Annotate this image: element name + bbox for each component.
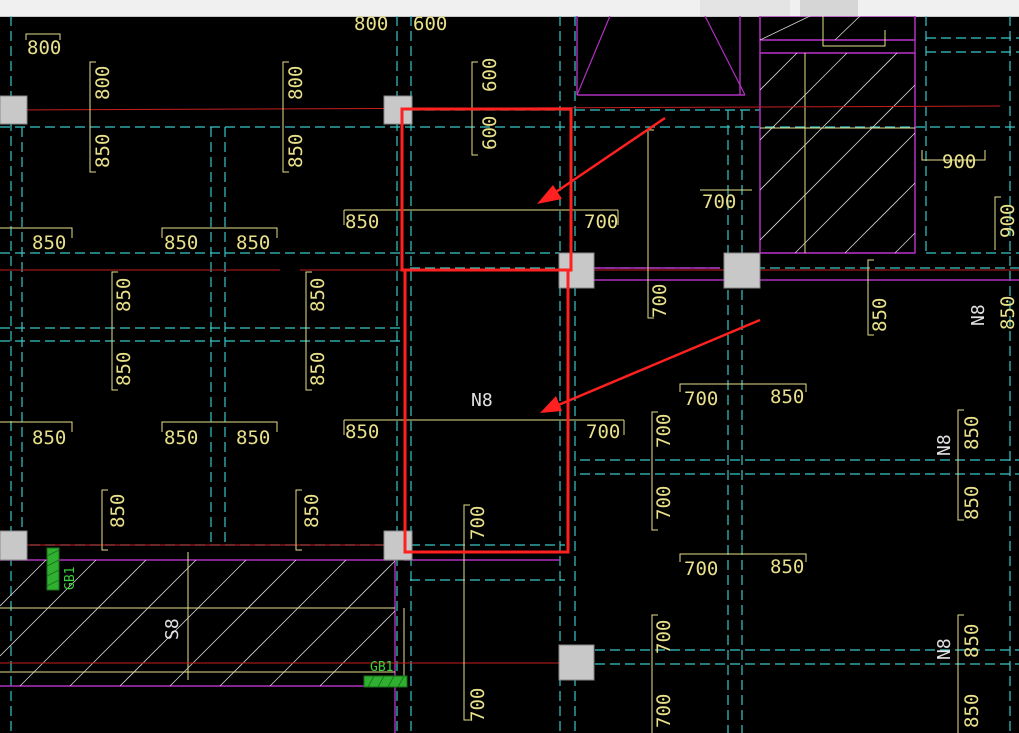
column	[0, 530, 28, 561]
arrow-upper	[549, 116, 666, 198]
dim-text: 850	[961, 486, 983, 520]
gb1-markers	[46, 547, 408, 688]
column	[723, 252, 761, 289]
hatched-opening-top-right	[759, 52, 916, 254]
dim-text: 850	[307, 352, 329, 386]
dim-text: 700	[653, 694, 675, 728]
dim-text: 850	[961, 694, 983, 728]
dim-text: 700	[467, 688, 489, 722]
cad-drawing-canvas[interactable]: 800 800 600 800 850 800 850 600 600 850 …	[0, 16, 1019, 733]
dim-text: 850	[107, 494, 129, 528]
beam-outlines	[0, 16, 1019, 733]
arrow-upper-head	[537, 185, 562, 204]
top-bracket	[822, 16, 886, 47]
hatch-frame	[759, 52, 916, 254]
gb1-label: GB1	[63, 567, 78, 590]
arrow-lower	[555, 318, 761, 408]
dim-text: 850	[345, 421, 379, 443]
dim-text: 850	[32, 427, 66, 449]
slab-label-n8: N8	[968, 304, 989, 326]
slab-label-n8: N8	[934, 434, 955, 456]
dim-text: 850	[961, 624, 983, 658]
dim-text: 800	[27, 37, 61, 59]
highlight-boxes	[400, 107, 573, 554]
slab-label-n8: N8	[934, 638, 955, 660]
dim-text: 850	[32, 232, 66, 254]
annotation-arrows	[537, 116, 761, 413]
gb1-bar	[46, 547, 60, 591]
column	[0, 95, 28, 125]
slab-labels: N8 N8 N8 N8 S8 GB1 GB1	[63, 304, 989, 675]
hatched-opening-bottom-left	[0, 552, 405, 687]
highlight-box-lower	[403, 268, 570, 554]
hatch-lines	[759, 52, 916, 254]
dim-text: 600	[413, 16, 447, 35]
dim-text: 600	[479, 58, 501, 92]
title-bar-segment	[800, 0, 858, 16]
dim-text: 850	[961, 416, 983, 450]
dim-text: 700	[584, 211, 618, 233]
dim-text: 800	[285, 66, 307, 100]
top-right-frame	[759, 16, 916, 41]
slab-label-s8: S8	[162, 618, 183, 640]
dim-text: 850	[997, 296, 1019, 330]
dim-text: 850	[770, 386, 804, 408]
dim-text: 800	[92, 66, 114, 100]
dim-text: 850	[164, 427, 198, 449]
dimension-texts: 800 800 600 800 850 800 850 600 600 850 …	[27, 16, 1019, 728]
dim-text: 600	[479, 116, 501, 150]
dim-text: 700	[653, 486, 675, 520]
dim-text: 700	[467, 506, 489, 540]
dim-text: 700	[684, 558, 718, 580]
cyan-grid-lines	[0, 16, 1019, 733]
dim-text: 850	[92, 134, 114, 168]
dim-text: 850	[345, 211, 379, 233]
column	[383, 530, 413, 561]
dim-text: 850	[869, 298, 891, 332]
dim-text: 900	[942, 151, 976, 173]
dim-text: 850	[285, 134, 307, 168]
window-title-bar	[0, 0, 1019, 17]
dim-text: 700	[653, 620, 675, 654]
dim-text: 850	[770, 556, 804, 578]
dim-text: 700	[649, 284, 671, 318]
column	[558, 644, 595, 681]
slab-label-n8: N8	[471, 390, 493, 411]
gb1-bar	[363, 675, 408, 688]
title-bar-segment	[700, 0, 790, 16]
dim-text: 700	[684, 388, 718, 410]
dim-text: 850	[307, 278, 329, 312]
gb1-label: GB1	[370, 660, 393, 675]
dim-text: 900	[997, 204, 1019, 238]
dim-text: 850	[301, 494, 323, 528]
dim-text: 800	[354, 16, 388, 35]
dim-text: 850	[113, 278, 135, 312]
triangle-opening	[576, 16, 746, 96]
dim-text: 850	[236, 427, 270, 449]
dim-text: 700	[653, 414, 675, 448]
dim-text: 850	[164, 232, 198, 254]
dim-text: 700	[702, 191, 736, 213]
dim-text: 850	[113, 352, 135, 386]
dim-text: 700	[586, 421, 620, 443]
dimension-lines	[0, 33, 1001, 733]
arrow-lower-head	[540, 396, 562, 413]
dim-text: 850	[236, 232, 270, 254]
